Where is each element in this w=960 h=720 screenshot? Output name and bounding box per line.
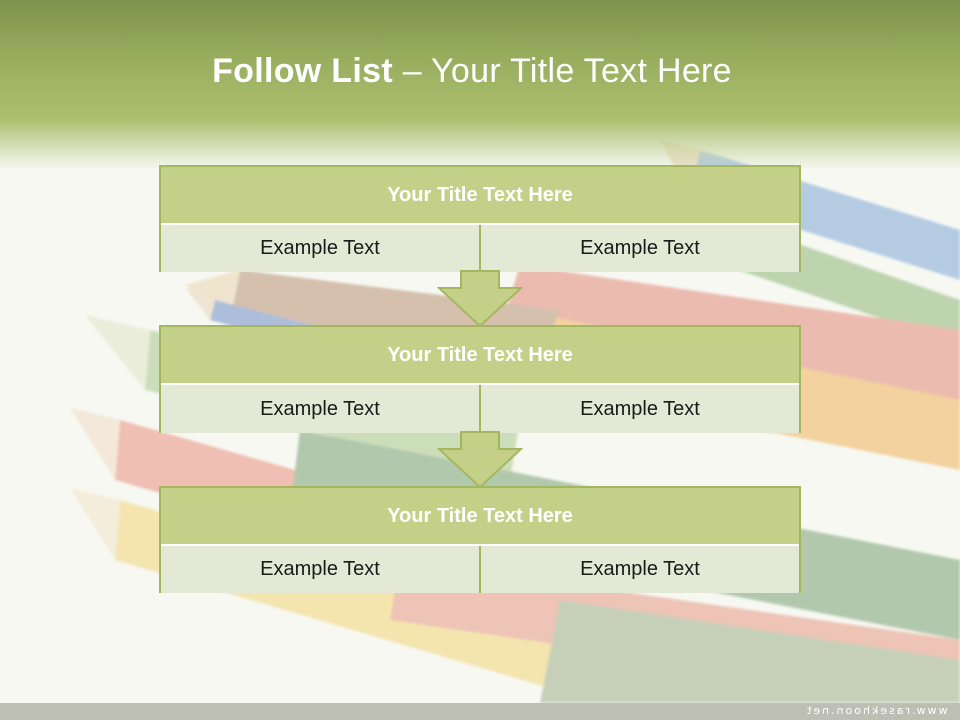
step-1-heading: Your Title Text Here (161, 167, 799, 225)
step-box-3: Your Title Text Here Example Text Exampl… (159, 486, 801, 593)
title-rest: – Your Title Text Here (402, 52, 732, 90)
step-1-right-text: Example Text (580, 237, 700, 259)
step-3-row: Example Text Example Text (161, 546, 799, 593)
header-band (0, 0, 960, 170)
slide-title: Follow List – Your Title Text Here (0, 52, 944, 91)
step-1-row: Example Text Example Text (161, 225, 799, 272)
down-arrow-icon (437, 270, 523, 328)
footer-bar: www.rasekhoon.net (0, 703, 960, 720)
step-2-left-text: Example Text (161, 385, 481, 433)
down-arrow-icon (437, 431, 523, 489)
step-3-left-text: Example Text (161, 546, 481, 593)
step-3-right-text: Example Text (580, 558, 700, 580)
step-box-2: Your Title Text Here Example Text Exampl… (159, 325, 801, 433)
step-2-right-text: Example Text (580, 397, 700, 420)
step-1-left-text: Example Text (161, 225, 481, 272)
step-2-row: Example Text Example Text (161, 385, 799, 433)
step-3-heading: Your Title Text Here (161, 488, 799, 546)
footer-watermark: www.rasekhoon.net (805, 704, 948, 717)
step-2-heading: Your Title Text Here (161, 327, 799, 385)
step-box-1: Your Title Text Here Example Text Exampl… (159, 165, 801, 272)
title-bold: Follow List (212, 52, 403, 90)
